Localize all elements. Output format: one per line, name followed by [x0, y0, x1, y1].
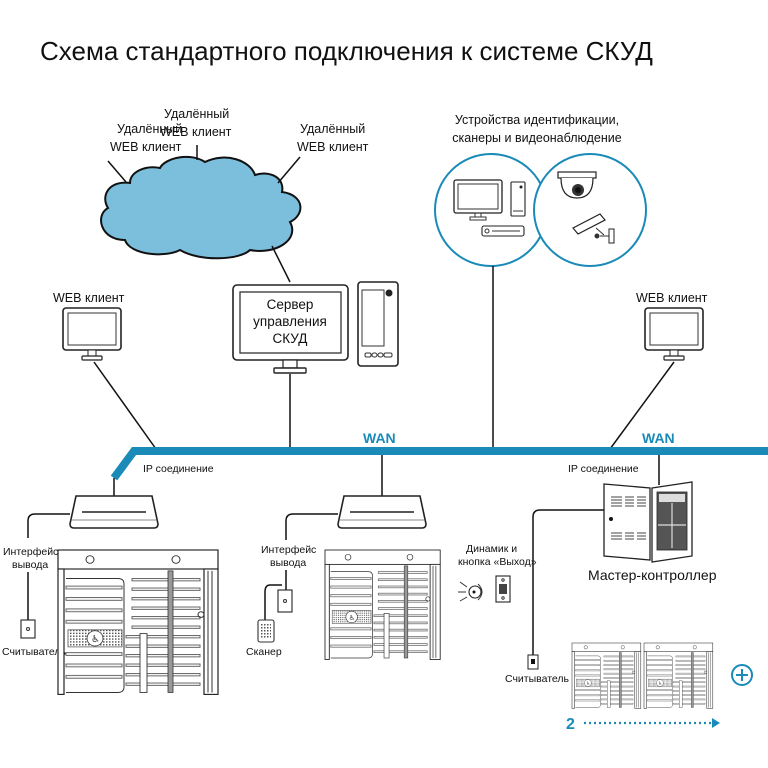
hub2-interface-link — [285, 513, 338, 540]
page-title: Схема стандартного подключения к системе… — [40, 36, 653, 66]
svg-text:Удалённый: Удалённый — [300, 122, 365, 136]
scanner-label: Сканер — [246, 646, 282, 658]
remote-web-client-3: Удалённый WEB клиент — [277, 122, 369, 184]
recorder-icon — [481, 225, 525, 237]
master-controller-label: Мастер-контроллер — [588, 567, 717, 583]
svg-text:WEB клиент: WEB клиент — [636, 291, 708, 305]
svg-text:Удалённый: Удалённый — [164, 107, 229, 121]
web-client-left-link — [93, 361, 157, 450]
reader-label-3: Считыватель — [505, 673, 570, 685]
exit-button-icon — [495, 575, 511, 603]
remote-web-client-2: Удалённый WEB клиент — [160, 107, 232, 160]
server-label-line2: управления — [253, 314, 327, 329]
server-tower-icon — [357, 281, 399, 367]
keypad-scanner-icon — [257, 619, 275, 643]
reader-icon — [510, 181, 526, 217]
wan-backbone — [110, 447, 768, 481]
ip-connection-label-right: IP соединение — [568, 463, 639, 475]
ip-connection-label-left: IP соединение — [143, 463, 214, 475]
svg-text:вывода: вывода — [12, 559, 48, 571]
svg-text:WEB клиент: WEB клиент — [297, 140, 369, 154]
full-height-turnstile-1 — [57, 549, 219, 696]
server-label-line3: СКУД — [273, 331, 308, 346]
output-interface-label-2: Интерфейс — [261, 544, 316, 556]
monitor-icon — [453, 179, 503, 221]
network-hub-2 — [337, 495, 427, 529]
add-more-icon[interactable] — [731, 664, 753, 686]
hub1-interface-link — [27, 513, 70, 538]
turnstile-group-3b — [643, 642, 714, 709]
svg-text:Устройства идентификации,: Устройства идентификации, — [455, 113, 619, 127]
arrow-right-icon — [712, 718, 720, 728]
network-hub-1 — [69, 495, 159, 529]
remote-web-client-1: Удалённый WEB клиент — [107, 122, 182, 183]
output-interface-box-2 — [277, 589, 293, 613]
web-client-left[interactable]: WEB клиент — [53, 291, 125, 361]
turnstile-count-label: 2 — [566, 716, 575, 733]
turnstile-group-3a — [571, 642, 642, 709]
speaker-icon — [458, 581, 483, 602]
svg-text:WEB клиент: WEB клиент — [53, 291, 125, 305]
output-interface-label-1: Интерфейс — [3, 546, 58, 558]
speaker-button-label-line2: кнопка «Выход» — [458, 556, 537, 568]
identification-devices: Устройства идентификации, сканеры и виде… — [434, 113, 647, 267]
wan-label-right: WAN — [642, 430, 675, 446]
video-surveillance-circle — [533, 153, 647, 267]
svg-text:сканеры и видеонаблюдение: сканеры и видеонаблюдение — [452, 131, 621, 145]
web-client-right[interactable]: WEB клиент — [636, 291, 708, 361]
server-monitor[interactable]: Сервер управления СКУД — [232, 284, 349, 374]
full-height-turnstile-2 — [324, 549, 441, 660]
reader-device-1 — [20, 619, 36, 639]
reader-device-3 — [527, 654, 539, 670]
speaker-button-label-line1: Динамик и — [466, 543, 517, 555]
svg-text:Удалённый: Удалённый — [117, 122, 182, 136]
web-client-right-link — [609, 361, 675, 450]
svg-text:вывода: вывода — [270, 557, 306, 569]
controller-reader-link — [532, 509, 604, 655]
internet-cloud — [100, 155, 302, 260]
dome-camera-icon — [557, 171, 597, 199]
svg-text:WEB клиент: WEB клиент — [110, 140, 182, 154]
cloud-server-link — [271, 245, 291, 283]
cloud-shape — [100, 155, 302, 260]
svg-text:WEB клиент: WEB клиент — [160, 125, 232, 139]
server-label-line1: Сервер — [267, 297, 314, 312]
bullet-camera-icon — [572, 213, 615, 244]
reader-label-1: Считыватель — [2, 646, 67, 658]
wan-label-left: WAN — [363, 430, 396, 446]
master-controller[interactable] — [603, 481, 693, 563]
